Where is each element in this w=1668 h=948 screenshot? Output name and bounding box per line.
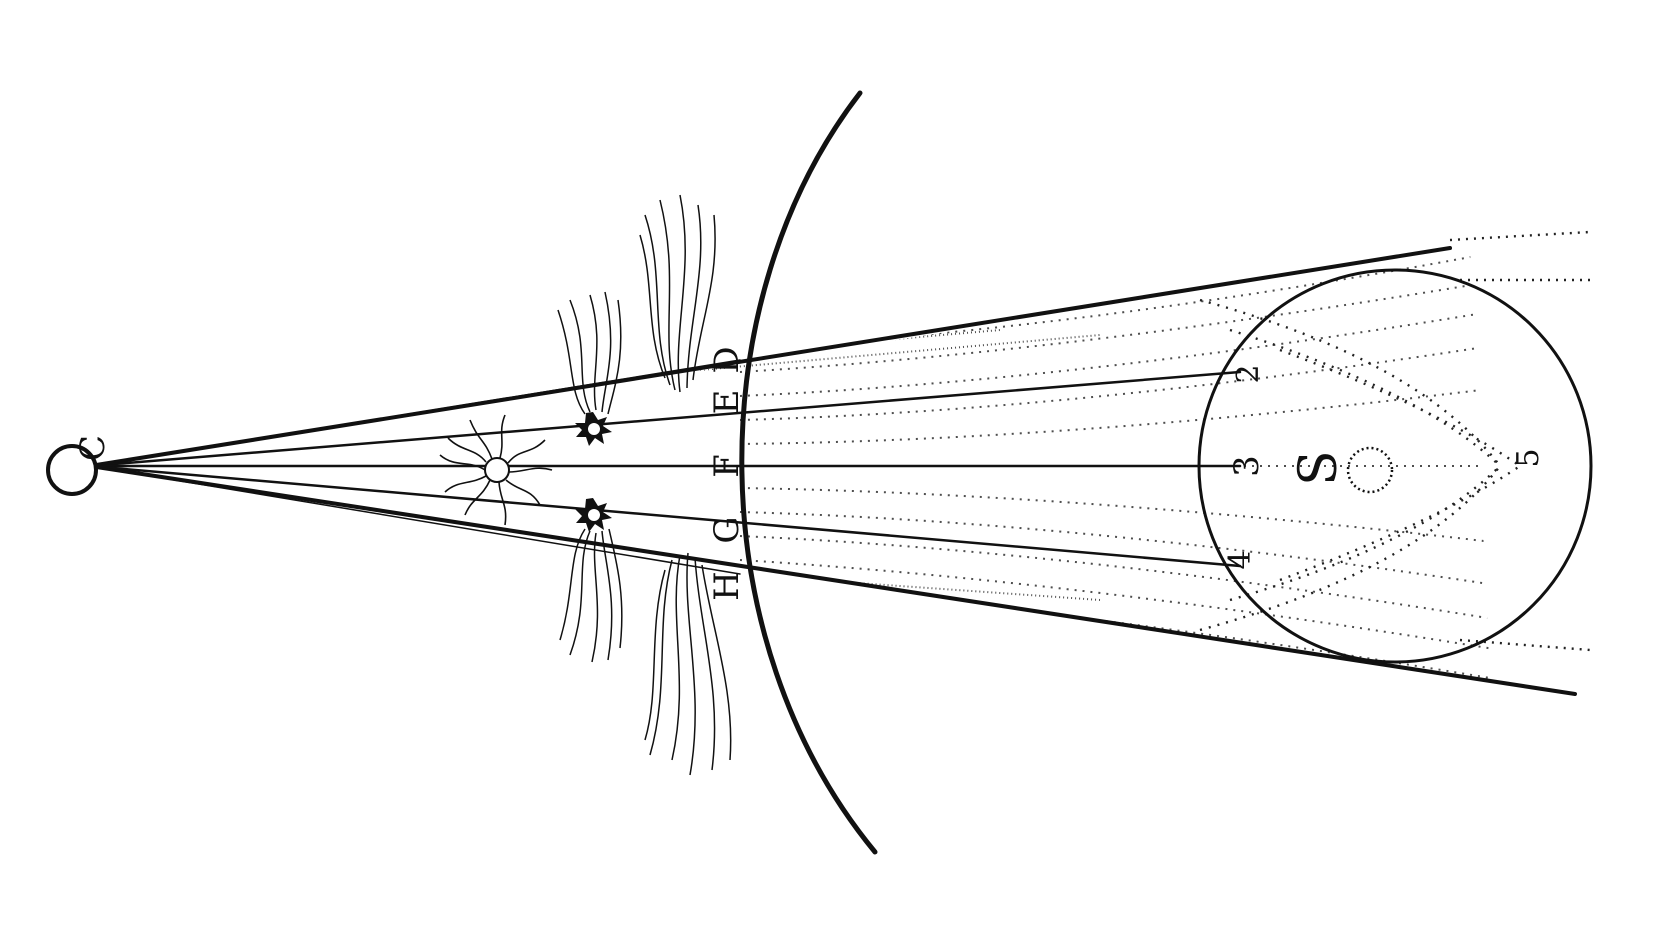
sphere-s: [1197, 268, 1593, 664]
label-g: G: [707, 516, 747, 543]
ray-to-d: [89, 359, 741, 467]
label-d: D: [707, 346, 747, 373]
sphere-s-center-dot: [1346, 446, 1394, 494]
cone-lower-line: [88, 464, 1577, 696]
dotted-light-field: [699, 250, 1490, 680]
comet-tail-lower-outer: [644, 552, 732, 776]
label-c: C: [73, 435, 113, 461]
label-3: 3: [1227, 455, 1267, 477]
label-e: E: [707, 390, 747, 415]
sphere-s-outline: [1197, 268, 1593, 664]
comet-center: [439, 414, 553, 526]
comet-tail-upper-outer: [639, 194, 716, 393]
labels: C D E F G H S 2 3 4 5: [73, 346, 1546, 600]
observer-circle-c: [46, 444, 98, 496]
ray-to-h: [89, 465, 741, 575]
cone-lines: [88, 246, 1577, 696]
dotted-convergence-rays: [1199, 230, 1591, 652]
label-f: F: [707, 454, 747, 478]
comet-upper: [557, 291, 622, 446]
celestial-arc: [739, 90, 878, 855]
label-2: 2: [1231, 364, 1266, 383]
ray-to-4: [88, 464, 1242, 568]
label-4: 4: [1223, 550, 1258, 569]
label-5: 5: [1511, 448, 1546, 467]
label-h: H: [707, 571, 747, 601]
comet-lower: [559, 498, 623, 663]
label-s: S: [1289, 450, 1349, 486]
ray-to-2: [88, 370, 1242, 468]
